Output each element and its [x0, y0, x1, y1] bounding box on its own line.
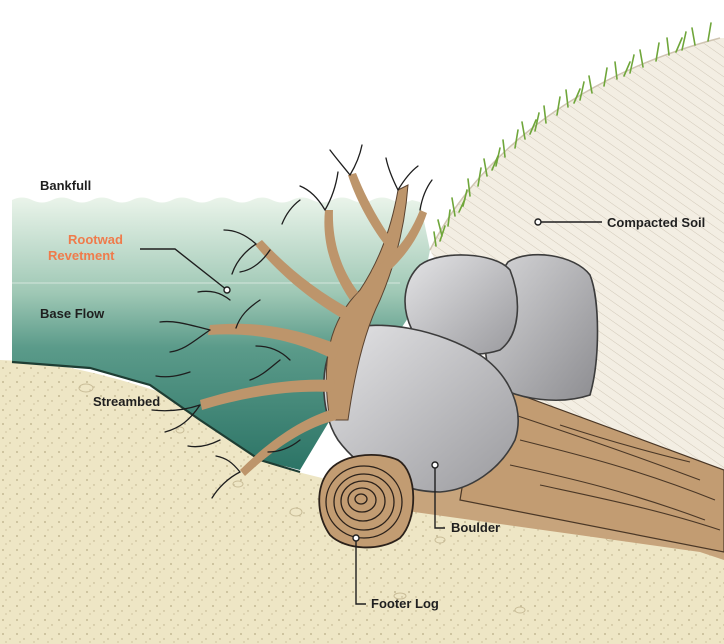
label-streambed: Streambed	[93, 394, 160, 409]
label-compacted-soil: Compacted Soil	[607, 215, 705, 230]
footer-log-leader-dot	[353, 535, 359, 541]
label-base-flow: Base Flow	[40, 306, 105, 321]
label-boulder: Boulder	[451, 520, 500, 535]
rootwad-leader-dot	[224, 287, 230, 293]
boulder-leader-dot	[432, 462, 438, 468]
footer-log	[319, 455, 413, 548]
label-bankfull: Bankfull	[40, 178, 91, 193]
label-footer-log: Footer Log	[371, 596, 439, 611]
label-rootwad-line1: Rootwad	[68, 232, 123, 247]
compacted-soil-leader-dot	[535, 219, 541, 225]
label-rootwad-line2: Revetment	[48, 248, 115, 263]
